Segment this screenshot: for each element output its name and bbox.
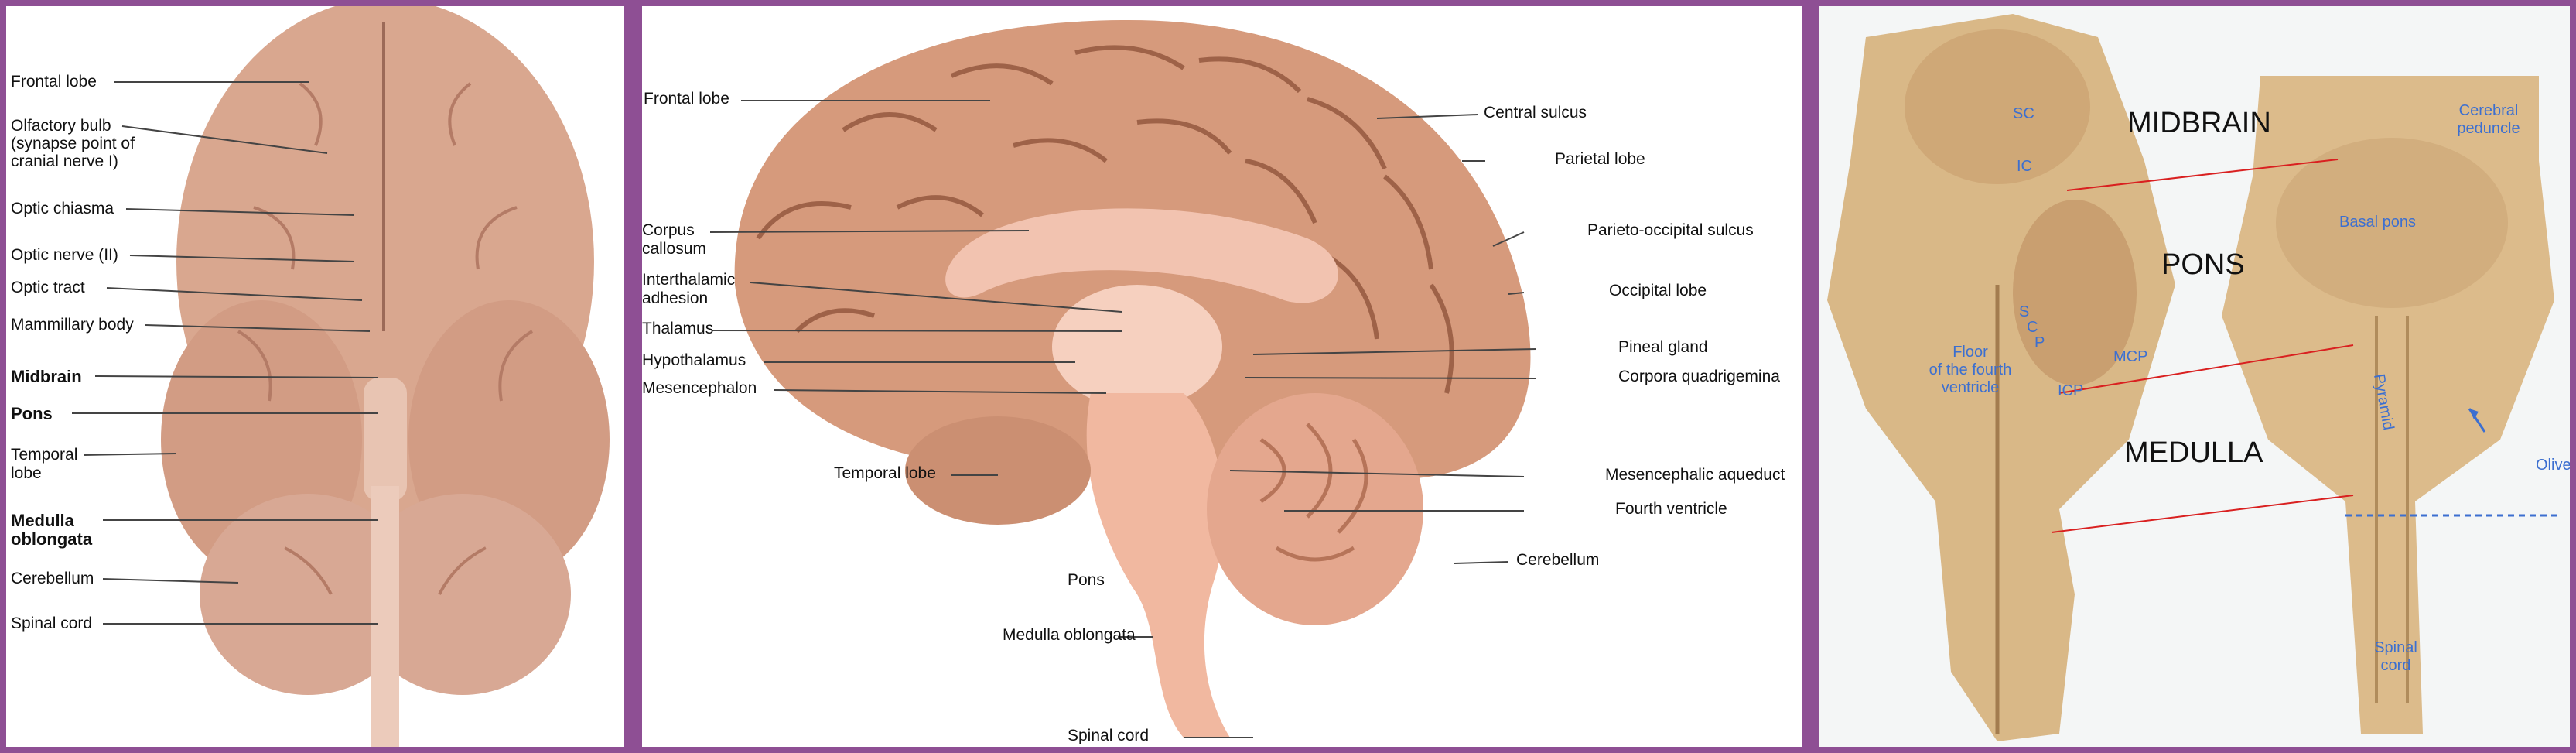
label-fourth-ventricle: Fourth ventricle (1615, 500, 1727, 518)
label-frontal-lobe: Frontal lobe (11, 73, 97, 91)
inferior-brain-illustration (72, 6, 610, 747)
label-temporal-lobe-2: lobe (11, 464, 42, 482)
pyramids-lines (2375, 316, 2409, 703)
floor-line-3: ventricle (1941, 379, 2000, 396)
spinal-cord-line-2: cord (2380, 657, 2411, 674)
leader-lines (709, 100, 1537, 738)
label-thalamus: Thalamus (642, 320, 714, 337)
label-icp: ICP (2058, 382, 2084, 399)
label-spinal-cord: Spinal cord (1068, 727, 1150, 744)
label-medulla-oblongata: Medulla oblongata (1003, 626, 1136, 644)
label-pons: Pons (1068, 571, 1105, 589)
spinal-cord-line-1: Spinal (2374, 639, 2417, 656)
label-corpus-callosum-1: Corpus (642, 221, 695, 239)
floor-line-1: Floor (1952, 344, 1988, 361)
brainstem-shape (1086, 393, 1230, 738)
label-parieto-occipital-sulcus: Parieto-occipital sulcus (1587, 221, 1754, 239)
label-corpus-callosum-2: callosum (642, 240, 706, 258)
label-interthalamic-2: adhesion (642, 289, 709, 307)
label-temporal-lobe: Temporal lobe (834, 464, 936, 482)
midsagittal-brain-illustration (709, 19, 1537, 738)
label-scp-p: P (2034, 334, 2045, 351)
brainstem-specimen-illustration (1827, 14, 2562, 741)
label-basal-pons: Basal pons (2339, 214, 2416, 231)
label-mcp: MCP (2113, 348, 2148, 365)
label-central-sulcus: Central sulcus (1484, 104, 1587, 122)
label-optic-chiasma: Optic chiasma (11, 200, 114, 217)
right-cerebellum-shape (354, 494, 571, 695)
label-olfactory-note-1: (synapse point of (11, 135, 135, 152)
label-olive: Olive (2536, 457, 2570, 474)
temporal-lobe-shape (905, 416, 1091, 525)
corpus-callosum-shape (945, 208, 1338, 303)
gyri-lines (237, 82, 534, 595)
cerebral-peduncle-line-2: peduncle (2457, 120, 2520, 137)
label-midbrain: MIDBRAIN (2127, 107, 2271, 139)
colliculi-region (1905, 29, 2090, 184)
label-superior-colliculus: SC (2013, 105, 2034, 122)
label-olfactory-bulb: Olfactory bulb (11, 117, 111, 135)
label-floor-fourth-ventricle: Floor of the fourth ventricle (1912, 344, 2028, 397)
label-hypothalamus: Hypothalamus (642, 351, 746, 369)
label-olfactory-note-2: cranial nerve I) (11, 152, 118, 170)
dorsal-brainstem-specimen (1827, 14, 2175, 741)
label-frontal-lobe: Frontal lobe (644, 90, 729, 108)
cerebral-peduncle-line-1: Cerebral (2458, 102, 2519, 119)
spinal-cord-shape (371, 486, 399, 747)
label-scp-c: C (2027, 319, 2038, 336)
label-pineal-gland: Pineal gland (1618, 338, 1708, 356)
label-occipital-lobe: Occipital lobe (1609, 282, 1707, 299)
label-cerebral-peduncle: Cerebral peduncle (2431, 102, 2547, 138)
olive-arrowhead (2469, 409, 2479, 419)
label-midbrain: Midbrain (11, 367, 82, 386)
diencephalon-shape (1052, 285, 1222, 409)
label-optic-nerve: Optic nerve (II) (11, 246, 118, 264)
midsagittal-brain-panel: Frontal lobe Corpus callosum Interthalam… (642, 6, 1802, 747)
floor-line-2: of the fourth (1929, 361, 2012, 378)
label-pons: Pons (11, 404, 53, 423)
arbor-vitae-lines (1259, 423, 1368, 562)
red-pointer-lines (2051, 159, 2354, 533)
inferior-brain-panel: Frontal lobe Olfactory bulb (synapse poi… (6, 6, 624, 747)
cerebellar-peduncle-region (2013, 200, 2137, 385)
label-pons: PONS (2161, 248, 2245, 281)
label-temporal-lobe-1: Temporal (11, 446, 78, 464)
label-interthalamic-1: Interthalamic (642, 271, 736, 289)
label-scp-s: S (2019, 303, 2030, 320)
label-medulla-1: Medulla (11, 511, 74, 530)
leader-lines (72, 81, 378, 625)
label-medulla-2: oblongata (11, 529, 93, 549)
gyri-lines (756, 45, 1454, 394)
label-medulla: MEDULLA (2124, 436, 2263, 469)
brainstem-shape (364, 378, 407, 501)
label-inferior-colliculus: IC (2017, 158, 2032, 175)
label-spinal-cord: Spinal cord (11, 614, 93, 632)
label-spinal-cord: Spinal cord (2353, 639, 2438, 675)
label-mammillary-body: Mammillary body (11, 316, 134, 334)
label-corpora-quadrigemina: Corpora quadrigemina (1618, 368, 1780, 385)
label-mesencephalon: Mesencephalon (642, 379, 757, 397)
left-cerebellum-shape (200, 494, 416, 695)
brainstem-specimen-panel: MIDBRAIN PONS MEDULLA SC IC S C P Floor … (1819, 6, 2570, 747)
label-cerebellum: Cerebellum (1516, 551, 1600, 569)
label-mesencephalic-aqueduct: Mesencephalic aqueduct (1605, 466, 1785, 484)
label-parietal-lobe: Parietal lobe (1555, 150, 1645, 168)
label-cerebellum: Cerebellum (11, 570, 94, 587)
basal-pons-region (2276, 138, 2508, 308)
label-optic-tract: Optic tract (11, 279, 85, 296)
